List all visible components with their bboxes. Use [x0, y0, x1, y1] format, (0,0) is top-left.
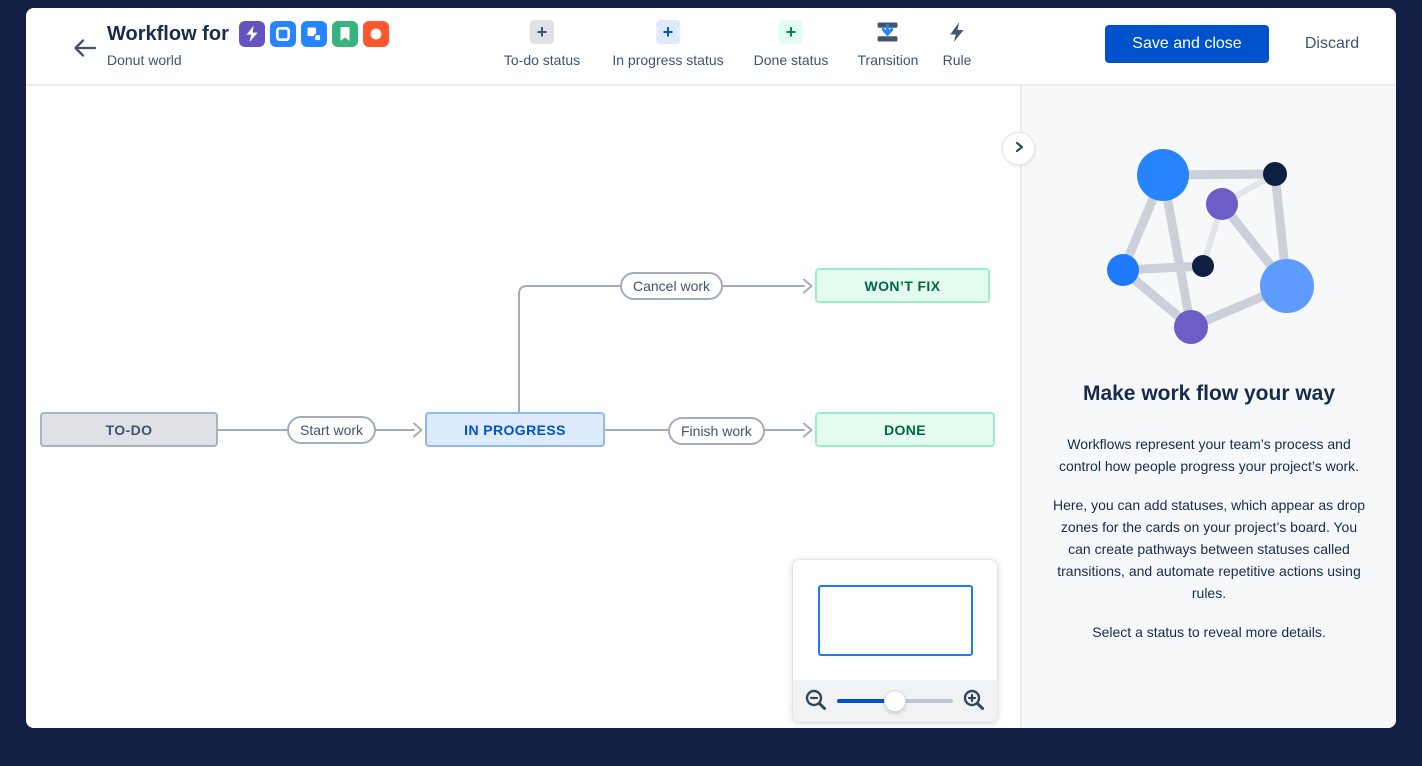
plus-icon: +	[656, 20, 680, 44]
sidebar-paragraph: Select a status to reveal more details.	[1092, 624, 1326, 640]
transition-cancel-work[interactable]: Cancel work	[620, 272, 724, 300]
editor-header: Workflow for	[26, 8, 1396, 86]
lightning-icon	[945, 20, 969, 44]
arrow-left-icon	[72, 37, 98, 62]
tool-label: Done status	[753, 52, 829, 68]
discard-button[interactable]: Discard	[1271, 25, 1393, 63]
status-label: TO-DO	[105, 421, 153, 438]
add-rule-button[interactable]: Rule	[942, 20, 972, 68]
details-sidebar: Make work flow your way Workflows repres…	[1020, 86, 1396, 728]
zoom-in-button[interactable]	[962, 689, 986, 713]
node-navy-center	[1192, 255, 1214, 277]
add-done-status-button[interactable]: + Done status	[753, 20, 829, 68]
sidebar-content: Make work flow your way Workflows repres…	[1050, 382, 1368, 643]
tool-label: Rule	[942, 52, 972, 68]
transition-icon	[876, 20, 900, 44]
add-in-progress-status-button[interactable]: + In progress status	[612, 20, 724, 68]
status-label: DONE	[883, 421, 927, 438]
status-node-in-progress[interactable]: IN PROGRESS	[425, 412, 605, 447]
status-node-todo[interactable]: TO-DO	[40, 412, 218, 447]
workflow-editor-window: Workflow for	[26, 8, 1396, 728]
sidebar-paragraph: Here, you can add statuses, which appear…	[1052, 497, 1366, 601]
minimap-viewport[interactable]	[818, 585, 973, 656]
tool-label: In progress status	[612, 52, 724, 68]
status-label: IN PROGRESS	[464, 421, 566, 438]
node-blue-left	[1107, 254, 1139, 286]
node-purple-bottom	[1174, 310, 1208, 344]
zoom-slider-thumb[interactable]	[885, 691, 905, 711]
page-title: Workflow for	[107, 23, 229, 45]
plus-icon: +	[779, 20, 803, 44]
plus-icon: +	[529, 20, 554, 44]
title-block: Workflow for	[107, 21, 389, 68]
workflow-canvas[interactable]: TO-DO IN PROGRESS DONE WON’T FIX Start w…	[26, 86, 1020, 728]
story-icon	[269, 21, 296, 47]
transition-start-work[interactable]: Start work	[287, 416, 377, 444]
save-and-close-button[interactable]: Save and close	[1105, 25, 1269, 63]
subtask-icon	[300, 21, 327, 47]
back-button[interactable]	[70, 34, 100, 64]
status-node-done[interactable]: DONE	[815, 412, 995, 447]
status-node-wont-fix[interactable]: WON’T FIX	[815, 268, 990, 303]
magnifier-plus-icon	[962, 688, 986, 715]
tool-label: Transition	[857, 52, 919, 68]
network-graph-illustration	[1084, 142, 1334, 367]
chevron-right-icon	[1012, 140, 1026, 157]
bolt-icon	[238, 21, 265, 47]
node-large-blue	[1137, 149, 1189, 201]
bookmark-icon	[331, 21, 358, 47]
zoom-slider[interactable]	[837, 691, 953, 711]
zoom-slider-fill	[837, 699, 891, 703]
sidebar-heading: Make work flow your way	[1082, 382, 1336, 405]
add-transition-button[interactable]: Transition	[857, 20, 919, 68]
node-purple-mid	[1206, 188, 1238, 220]
minimap-zoom-bar	[793, 680, 997, 722]
node-light-blue-large	[1260, 259, 1314, 313]
sidebar-paragraph: Workflows represent your team’s process …	[1058, 436, 1360, 474]
zoom-out-button[interactable]	[804, 689, 828, 713]
transition-label: Start work	[300, 422, 364, 438]
project-issue-type-icons	[238, 21, 389, 47]
tool-label: To-do status	[503, 52, 581, 68]
project-name: Donut world	[107, 52, 182, 68]
sidebar-collapse-button[interactable]	[1002, 132, 1035, 165]
transition-label: Finish work	[681, 423, 752, 439]
add-todo-status-button[interactable]: + To-do status	[504, 20, 580, 68]
magnifier-minus-icon	[804, 688, 828, 715]
minimap-panel	[793, 560, 997, 722]
node-navy-small-top	[1263, 162, 1287, 186]
status-label: WON’T FIX	[864, 277, 941, 294]
transition-finish-work[interactable]: Finish work	[668, 417, 765, 445]
circle-icon	[362, 21, 389, 47]
transition-label: Cancel work	[633, 278, 711, 294]
